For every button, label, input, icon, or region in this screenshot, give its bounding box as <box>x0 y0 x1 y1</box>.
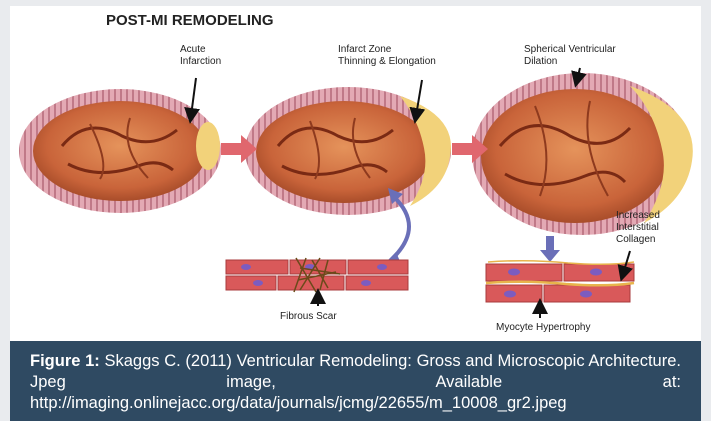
heart-acute-infarction <box>19 89 221 213</box>
figure-caption: Figure 1: Skaggs C. (2011) Ventricular R… <box>10 341 701 421</box>
diagram-title: POST-MI REMODELING <box>106 12 274 29</box>
caption-body: Skaggs C. (2011) Ventricular Remodeling:… <box>30 352 681 412</box>
label-fibrous-scar: Fibrous Scar <box>280 311 337 322</box>
label-infarct-zone: Infarct Zone <box>338 44 392 55</box>
remodeling-illustration: POST-MI REMODELING <box>10 6 701 341</box>
label-spherical: Spherical Ventricular <box>524 44 616 55</box>
caption-label: Figure 1: <box>30 352 100 370</box>
label-acute: Acute <box>180 44 206 55</box>
label-increased: Increased <box>616 210 660 221</box>
label-interstitial: Interstitial <box>616 222 659 233</box>
label-collagen: Collagen <box>616 234 655 245</box>
heart-thinning-elongation <box>245 87 451 215</box>
figure: POST-MI REMODELING <box>10 6 701 421</box>
label-dilation: Dilation <box>524 56 557 67</box>
myocytes-fibrous-scar <box>226 258 408 292</box>
label-myocyte-hypertrophy: Myocyte Hypertrophy <box>496 322 590 333</box>
label-thinning: Thinning & Elongation <box>338 56 436 67</box>
caption-text: Figure 1: Skaggs C. (2011) Ventricular R… <box>10 341 701 414</box>
myocytes-hypertrophy <box>486 261 634 302</box>
link-arrow-hypertrophy <box>540 236 560 262</box>
label-infarction: Infarction <box>180 56 221 67</box>
